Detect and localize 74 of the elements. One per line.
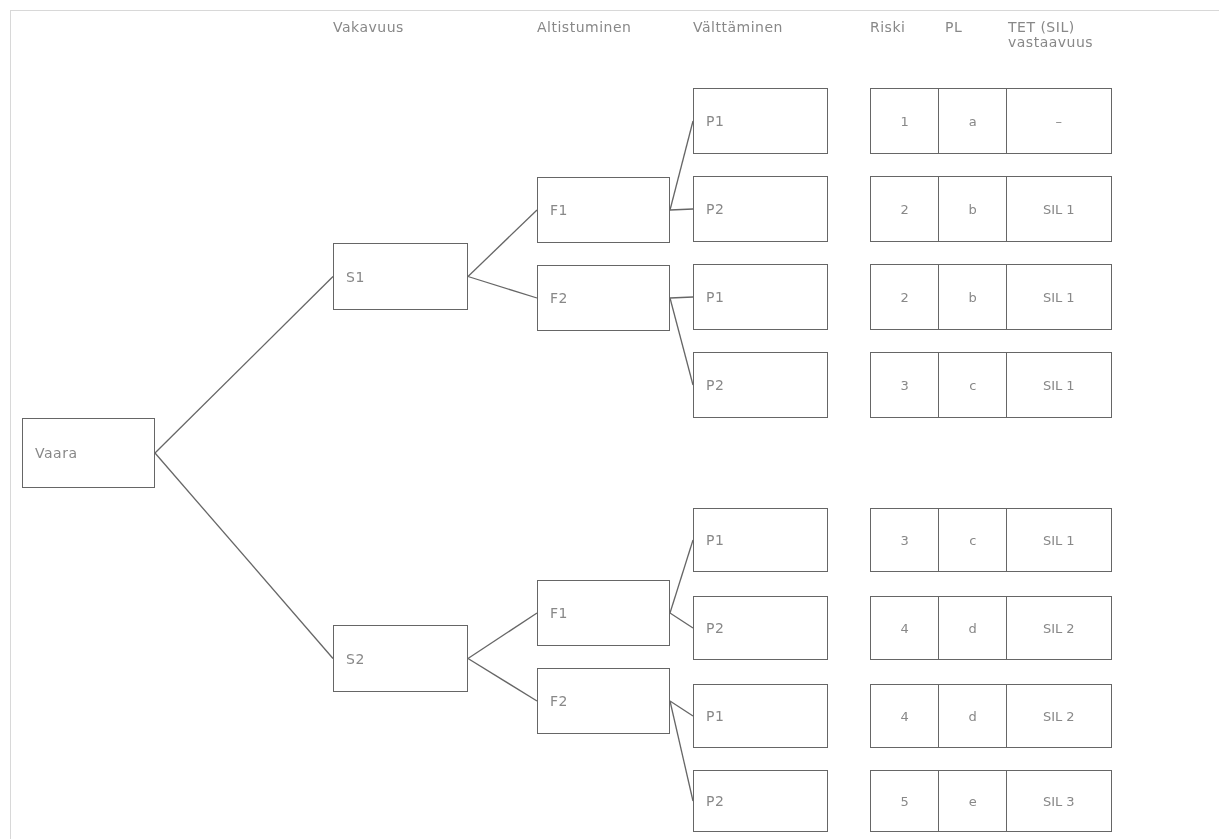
connector-line <box>669 700 694 802</box>
table-cell: SIL 3 <box>1006 770 1112 832</box>
connector-line <box>669 539 694 614</box>
tree-box <box>333 243 468 310</box>
tree-box <box>22 418 155 488</box>
box-label: F1 <box>550 605 568 621</box>
table-cell: 4 <box>870 684 940 748</box>
connector-line <box>467 209 538 278</box>
box-label: P2 <box>706 620 725 636</box>
table-cell: d <box>938 596 1008 660</box>
column-header: Välttäminen <box>693 20 784 35</box>
tree-box <box>693 596 828 660</box>
box-label: P2 <box>706 377 725 393</box>
column-header: Vakavuus <box>333 20 405 35</box>
connector-line <box>669 612 694 629</box>
connector-line <box>467 657 538 702</box>
table-cell: a <box>938 88 1008 154</box>
table-cell: SIL 1 <box>1006 264 1112 330</box>
tree-box <box>537 177 670 243</box>
table-cell: SIL 1 <box>1006 352 1112 418</box>
connector-line <box>467 612 538 660</box>
column-header: Riski <box>870 20 907 35</box>
box-label: P1 <box>706 289 725 305</box>
column-header: TET (SIL) vastaavuus <box>1008 20 1095 50</box>
tree-box <box>537 580 670 646</box>
table-cell: 3 <box>870 352 940 418</box>
tree-box <box>693 176 828 242</box>
tree-box <box>693 508 828 572</box>
box-label: P2 <box>706 201 725 217</box>
box-label: P1 <box>706 532 725 548</box>
table-cell: 2 <box>870 176 940 242</box>
box-label: F2 <box>550 290 568 306</box>
connector-line <box>669 208 694 211</box>
table-cell: 2 <box>870 264 940 330</box>
box-label: S2 <box>346 650 365 667</box>
table-cell: b <box>938 264 1008 330</box>
tree-box <box>693 264 828 330</box>
tree-box <box>693 88 828 154</box>
table-cell: e <box>938 770 1008 832</box>
table-cell: 5 <box>870 770 940 832</box>
connector-line <box>669 700 694 717</box>
tree-box <box>693 684 828 748</box>
table-cell: d <box>938 684 1008 748</box>
tree-box <box>693 770 828 832</box>
table-cell: b <box>938 176 1008 242</box>
table-cell: c <box>938 508 1008 572</box>
box-label: F1 <box>550 202 568 218</box>
tree-box <box>537 668 670 734</box>
box-label: Vaara <box>35 445 78 461</box>
table-cell: – <box>1006 88 1112 154</box>
box-label: S1 <box>346 268 365 285</box>
table-cell: 3 <box>870 508 940 572</box>
table-cell: SIL 2 <box>1006 684 1112 748</box>
table-cell: 1 <box>870 88 940 154</box>
table-cell: 4 <box>870 596 940 660</box>
tree-box <box>537 265 670 331</box>
box-label: F2 <box>550 693 568 709</box>
connector-line <box>669 120 694 211</box>
tree-box <box>333 625 468 692</box>
column-header: Altistuminen <box>537 20 633 35</box>
table-cell: SIL 2 <box>1006 596 1112 660</box>
connector-line <box>154 275 334 454</box>
table-cell: SIL 1 <box>1006 176 1112 242</box>
box-label: P2 <box>706 793 725 809</box>
connector-line <box>154 452 334 660</box>
column-header: PL <box>945 20 964 35</box>
box-label: P1 <box>706 708 725 724</box>
table-cell: c <box>938 352 1008 418</box>
box-label: P1 <box>706 113 725 129</box>
connector-line <box>669 296 694 299</box>
tree-box <box>693 352 828 418</box>
connector-line <box>467 275 538 299</box>
table-cell: SIL 1 <box>1006 508 1112 572</box>
connector-line <box>669 297 694 386</box>
